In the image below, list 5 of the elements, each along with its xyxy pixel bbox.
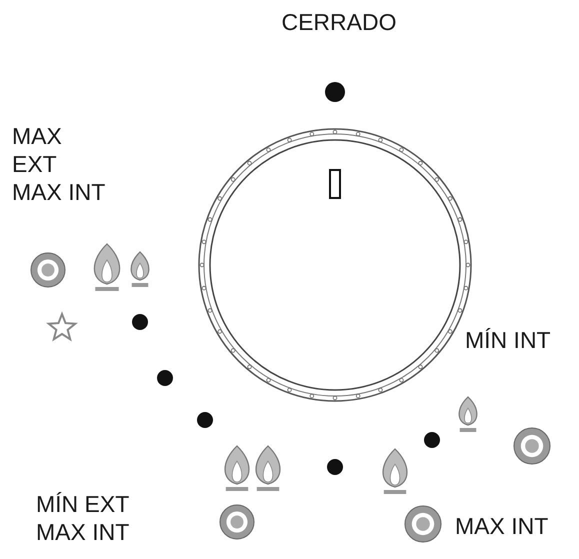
position-label: CERRADO (280, 8, 398, 36)
position-label: MAX INT (455, 512, 550, 540)
position-label: MÍN EXT MAX INT (36, 490, 130, 546)
position-label: MÍN INT (465, 326, 552, 354)
position-label: MAX EXT MAX INT (12, 122, 106, 206)
